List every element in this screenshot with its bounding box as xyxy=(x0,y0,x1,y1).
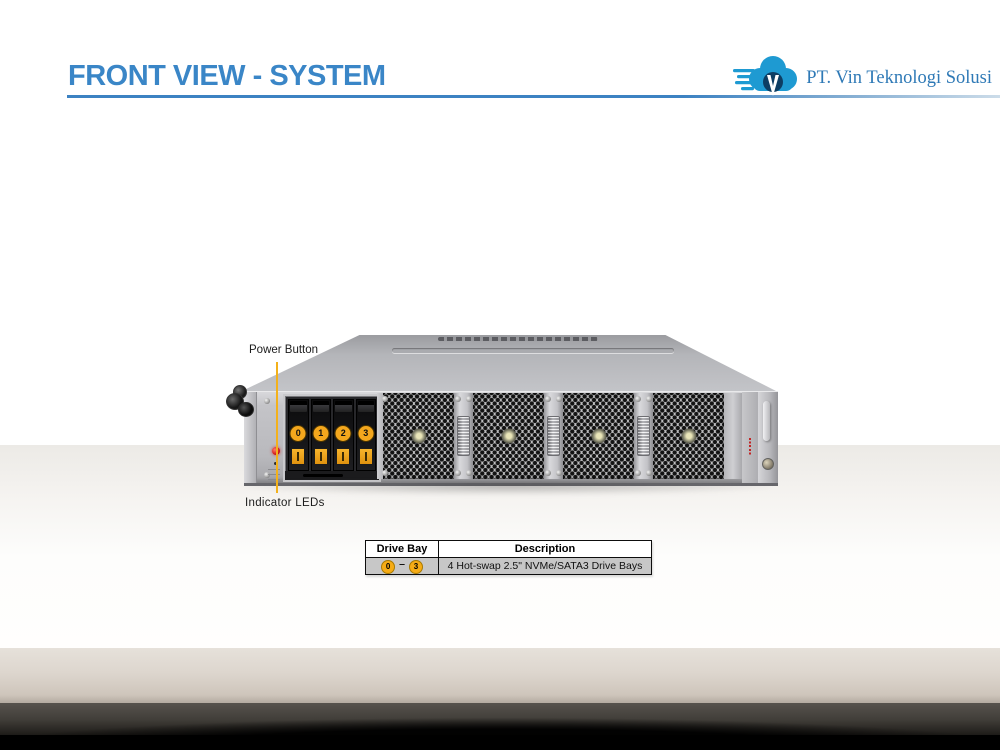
screw-icon xyxy=(646,470,652,476)
fan-rail-handle xyxy=(457,416,470,456)
bay-range-start-badge: 0 xyxy=(381,560,396,574)
screw-icon xyxy=(466,396,472,402)
ear-handle xyxy=(763,401,770,441)
screw-icon xyxy=(382,396,388,402)
server-front-view-figure: 0 1 2 3 xyxy=(226,335,780,497)
fan-wall xyxy=(377,393,742,479)
callout-indicator-leds: Indicator LEDs xyxy=(245,497,325,509)
cable-connector xyxy=(238,402,254,417)
right-branding-panel xyxy=(742,392,758,484)
fan-rail-handle xyxy=(547,416,560,456)
cell-description: 4 Hot-swap 2.5" NVMe/SATA3 Drive Bays xyxy=(438,557,652,575)
screw-icon xyxy=(455,396,461,402)
backdrop-shadow-floor xyxy=(0,703,1000,750)
company-logo: PT. Vin Teknologi Solusi xyxy=(733,52,992,105)
front-cables xyxy=(224,385,264,431)
fan-hub-icon xyxy=(501,428,516,444)
tray-latch xyxy=(336,448,351,465)
vertical-brand-text xyxy=(749,438,751,456)
fan-rail-handle xyxy=(637,416,650,456)
drive-tray-1: 1 xyxy=(310,399,331,471)
tray-handle xyxy=(357,401,374,412)
drive-tray-2: 2 xyxy=(333,399,354,471)
tray-latch xyxy=(358,448,373,465)
column-header-drive-bay: Drive Bay xyxy=(365,540,439,558)
rack-ear-right xyxy=(758,392,778,484)
fan-module-1 xyxy=(383,393,454,479)
fan-hub-icon xyxy=(681,428,696,444)
front-panel: 0 1 2 3 xyxy=(244,391,778,484)
callout-line xyxy=(276,362,278,493)
screw-icon xyxy=(556,470,562,476)
bay-number-badge: 3 xyxy=(357,425,375,442)
tray-latch xyxy=(291,448,306,465)
indicator-led xyxy=(268,479,280,480)
screw-icon xyxy=(382,470,388,476)
company-name: PT. Vin Teknologi Solusi xyxy=(806,68,992,88)
fan-rail xyxy=(454,393,473,479)
cage-bottom-rail xyxy=(285,471,379,480)
bay-range-end-badge: 3 xyxy=(408,560,423,574)
screw-icon xyxy=(545,470,551,476)
screw-icon xyxy=(264,398,270,404)
table-row: 0–3 4 Hot-swap 2.5" NVMe/SATA3 Drive Bay… xyxy=(365,557,652,575)
bay-number-badge: 0 xyxy=(289,425,307,442)
screw-icon xyxy=(466,470,472,476)
screw-icon xyxy=(635,396,641,402)
bay-number-badge: 2 xyxy=(334,425,352,442)
fan-hub-icon xyxy=(411,428,426,444)
fan-frame-edge xyxy=(382,393,742,479)
fan-module-4 xyxy=(653,393,724,479)
cloud-v-logo-icon xyxy=(733,52,799,105)
server-drop-shadow xyxy=(246,482,770,495)
tray-handle xyxy=(312,401,329,412)
indicator-led xyxy=(268,469,280,470)
backdrop-table-edge xyxy=(0,648,1000,703)
chassis-top-handle-slot xyxy=(392,348,674,353)
fan-rail xyxy=(634,393,653,479)
indicator-led xyxy=(268,474,280,475)
screw-icon xyxy=(556,396,562,402)
cell-bay-range: 0–3 xyxy=(365,557,439,575)
chassis-top-label-marks xyxy=(438,337,598,341)
callout-power-button: Power Button xyxy=(249,344,319,356)
table-header-row: Drive Bay Description xyxy=(365,540,652,558)
drive-tray-0: 0 xyxy=(288,399,309,471)
fan-module-2 xyxy=(473,393,544,479)
tray-latch xyxy=(313,448,328,465)
drive-bay-spec-table: Drive Bay Description 0–3 4 Hot-swap 2.5… xyxy=(365,540,652,575)
chassis-top-panel xyxy=(242,335,776,391)
fan-module-3 xyxy=(563,393,634,479)
drive-bay-cage: 0 1 2 3 xyxy=(283,394,381,482)
thumbscrew-icon xyxy=(762,458,774,470)
chassis-bottom-edge xyxy=(244,483,778,486)
fan-frame-edge xyxy=(377,393,383,479)
page-title: FRONT VIEW - SYSTEM xyxy=(68,60,386,92)
title-underline xyxy=(67,95,1000,98)
indicator-led xyxy=(274,462,277,465)
fan-hub-icon xyxy=(591,428,606,444)
bay-number-badge: 1 xyxy=(312,425,330,442)
screw-icon xyxy=(545,396,551,402)
tray-handle xyxy=(335,401,352,412)
bay-range-separator: – xyxy=(399,558,405,570)
column-header-description: Description xyxy=(438,540,652,558)
tray-handle xyxy=(290,401,307,412)
screw-icon xyxy=(264,472,270,478)
drive-tray-3: 3 xyxy=(355,399,376,471)
screw-icon xyxy=(646,396,652,402)
screw-icon xyxy=(455,470,461,476)
fan-rail xyxy=(544,393,563,479)
screw-icon xyxy=(635,470,641,476)
